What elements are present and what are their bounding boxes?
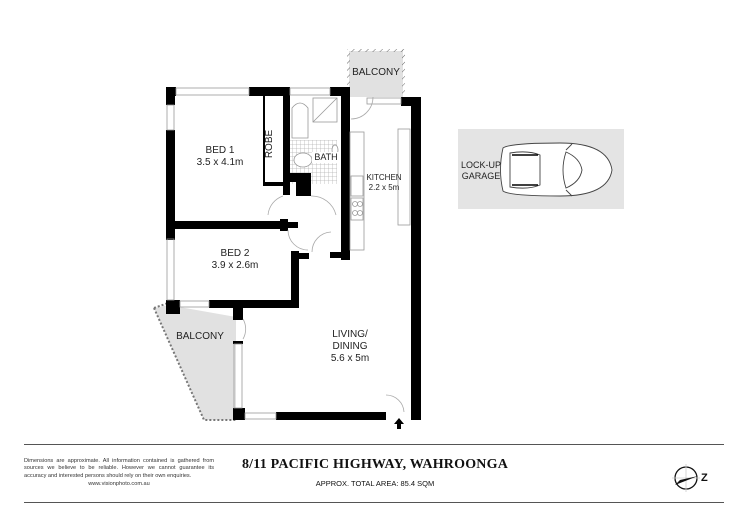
living-dining-label: LIVING/ DINING 5.6 x 5m xyxy=(320,329,380,365)
bed2-label: BED 2 3.9 x 2.6m xyxy=(195,248,275,272)
website-link[interactable]: www.visionphoto.com.au xyxy=(88,480,150,487)
lock-up-garage xyxy=(458,129,624,209)
bath-fixtures xyxy=(291,97,339,168)
walls xyxy=(166,87,421,420)
entry-arrow-icon xyxy=(394,418,404,429)
dining-name: DINING xyxy=(332,341,368,352)
footer-top-rule xyxy=(24,444,724,445)
car-icon xyxy=(500,142,613,197)
total-area: APPROX. TOTAL AREA: 85.4 SQM xyxy=(315,479,435,488)
door-swings xyxy=(242,96,405,413)
robe-label: ROBE xyxy=(264,129,275,159)
garage-line2: GARAGE xyxy=(461,170,501,181)
living-name: LIVING/ xyxy=(332,329,368,340)
kitchen-label: KITCHEN 2.2 x 5m xyxy=(362,173,406,192)
disclaimer-text: Dimensions are approximate. All informat… xyxy=(24,458,214,479)
footer-bottom-rule xyxy=(24,502,724,503)
kitchen-name: KITCHEN xyxy=(366,173,402,182)
bath-label: BATH xyxy=(312,152,340,163)
svg-text:Z: Z xyxy=(701,472,708,484)
north-compass-icon: Z xyxy=(672,464,708,492)
garage-line1: LOCK-UP xyxy=(460,160,501,170)
disclaimer: Dimensions are approximate. All informat… xyxy=(24,458,214,488)
bed1-dims: 3.5 x 4.1m xyxy=(196,157,244,168)
balcony-left-label: BALCONY xyxy=(176,331,224,342)
balcony-top xyxy=(347,49,405,97)
kitchen-dims: 2.2 x 5m xyxy=(368,182,400,192)
windows xyxy=(166,87,402,420)
bed2-name: BED 2 xyxy=(220,248,250,259)
property-address: 8/11 PACIFIC HIGHWAY, WAHROONGA xyxy=(241,457,509,472)
balcony-top-label: BALCONY xyxy=(352,67,400,78)
bed1-name: BED 1 xyxy=(205,145,235,156)
bed2-dims: 3.9 x 2.6m xyxy=(211,260,259,271)
garage-label: LOCK-UP GARAGE xyxy=(458,160,504,182)
bed1-label: BED 1 3.5 x 4.1m xyxy=(185,145,255,169)
living-dims: 5.6 x 5m xyxy=(330,353,370,364)
kitchen-benches xyxy=(349,128,411,251)
balcony-left xyxy=(153,302,236,421)
